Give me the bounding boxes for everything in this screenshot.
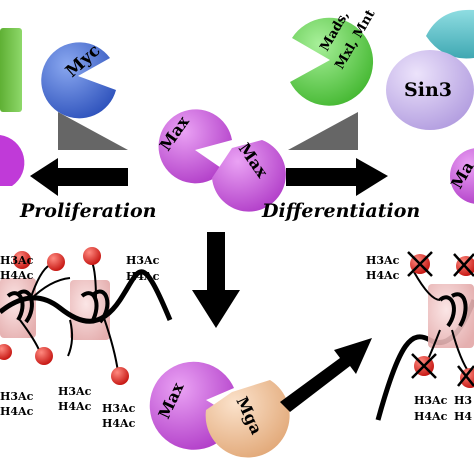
nucleosome-left-2 — [70, 280, 110, 340]
arrow-down — [192, 232, 240, 328]
differentiation-label: Differentiation — [261, 200, 420, 222]
mads-protein — [290, 17, 374, 106]
sin3-protein — [386, 50, 474, 130]
acetyl-mark — [111, 367, 129, 385]
removed-acetyl-mark — [453, 253, 474, 277]
acetyl-mark — [83, 247, 101, 265]
h3ac-label-b: H3Ac — [126, 254, 160, 267]
acetyl-mark — [47, 253, 65, 271]
max-protein-top-1 — [158, 109, 232, 184]
h4ac-label-c: H4Ac — [0, 405, 34, 418]
proliferation-label: Proliferation — [19, 200, 156, 222]
max-protein-top-2 — [212, 140, 286, 212]
max-protein-right-edge — [450, 148, 474, 204]
arrow-to-proliferation — [30, 158, 128, 196]
arrow-to-differentiation — [286, 158, 388, 196]
mga-protein — [205, 380, 290, 458]
h3-label-cut: H3 — [454, 394, 472, 407]
arrow-to-repressed-chromatin — [280, 338, 372, 412]
h4ac-label-f: H4Ac — [366, 269, 400, 282]
sin3-label: Sin3 — [404, 79, 452, 101]
green-block-left — [0, 28, 22, 112]
acetylated-chromatin — [0, 247, 173, 385]
dna-strand-left — [0, 269, 173, 324]
wedge-right — [288, 112, 358, 150]
acetyl-mark — [0, 344, 12, 360]
deacetylated-chromatin — [375, 251, 474, 421]
acetyl-mark — [13, 251, 31, 269]
h4ac-label-b: H4Ac — [126, 270, 160, 283]
acetyl-mark — [35, 347, 53, 365]
magenta-protein-left-edge — [0, 135, 25, 186]
h3ac-label-d: H3Ac — [58, 385, 92, 398]
myc-protein — [41, 42, 116, 119]
removed-acetyl-mark — [411, 353, 437, 379]
h3ac-label-e: H3Ac — [102, 402, 136, 415]
h3ac-label-a: H3Ac — [0, 254, 34, 267]
h4ac-label-g: H4Ac — [414, 410, 448, 423]
removed-acetyl-mark — [457, 365, 474, 388]
wedge-left — [58, 112, 128, 150]
h4-label-cut: H4 — [454, 410, 472, 423]
h4ac-label-d: H4Ac — [58, 400, 92, 413]
removed-acetyl-mark — [407, 251, 433, 277]
h4ac-label-e: H4Ac — [102, 417, 136, 430]
h3ac-label-f: H3Ac — [366, 254, 400, 267]
teal-protein — [426, 9, 474, 59]
h3ac-label-g: H3Ac — [414, 394, 448, 407]
h3ac-label-c: H3Ac — [0, 390, 34, 403]
h4ac-label-a: H4Ac — [0, 269, 34, 282]
